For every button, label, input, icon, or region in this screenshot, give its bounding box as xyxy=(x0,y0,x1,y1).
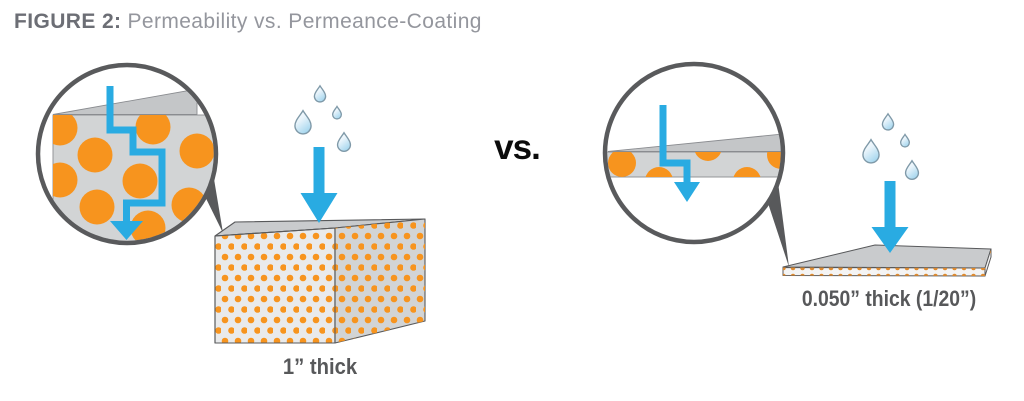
figure-title-text: Permeability vs. Permeance-Coating xyxy=(127,10,482,33)
left-magnifier-ring xyxy=(35,62,219,246)
right-down-arrow-icon xyxy=(871,181,909,253)
left-caption: 1” thick xyxy=(282,354,358,379)
short-water-path-icon xyxy=(659,105,700,202)
vs-separator: vs. xyxy=(494,128,541,167)
right-caption: 0.050” thick (1/20”) xyxy=(801,286,977,311)
right-magnifier-pointer xyxy=(764,182,789,267)
right-magnifier-ring xyxy=(602,61,786,245)
water-drop-icon xyxy=(332,105,342,120)
left-water-droplets-icon xyxy=(294,85,352,152)
water-drop-icon xyxy=(900,133,910,148)
zigzag-water-path-icon xyxy=(106,86,166,240)
block-front-outline xyxy=(214,227,336,344)
water-drop-icon xyxy=(904,160,920,180)
left-pore-dots xyxy=(53,115,214,241)
water-drop-icon xyxy=(294,109,312,135)
thick-block xyxy=(214,218,426,344)
right-coating-top-face xyxy=(607,133,781,152)
water-drop-icon xyxy=(336,132,352,152)
right-magnifier-circle xyxy=(602,61,786,245)
water-drop-icon xyxy=(881,113,895,131)
water-drop-icon xyxy=(313,85,327,103)
left-magnifier-circle xyxy=(35,62,219,246)
left-down-arrow-icon xyxy=(300,147,338,223)
right-pore-dots xyxy=(608,152,781,177)
thin-coating-sheet xyxy=(782,244,992,277)
water-drop-icon xyxy=(862,138,880,164)
figure-label: FIGURE 2: xyxy=(14,10,122,33)
right-water-droplets-icon xyxy=(862,113,920,180)
figure-title: FIGURE 2:Permeability vs. Permeance-Coat… xyxy=(14,10,482,34)
